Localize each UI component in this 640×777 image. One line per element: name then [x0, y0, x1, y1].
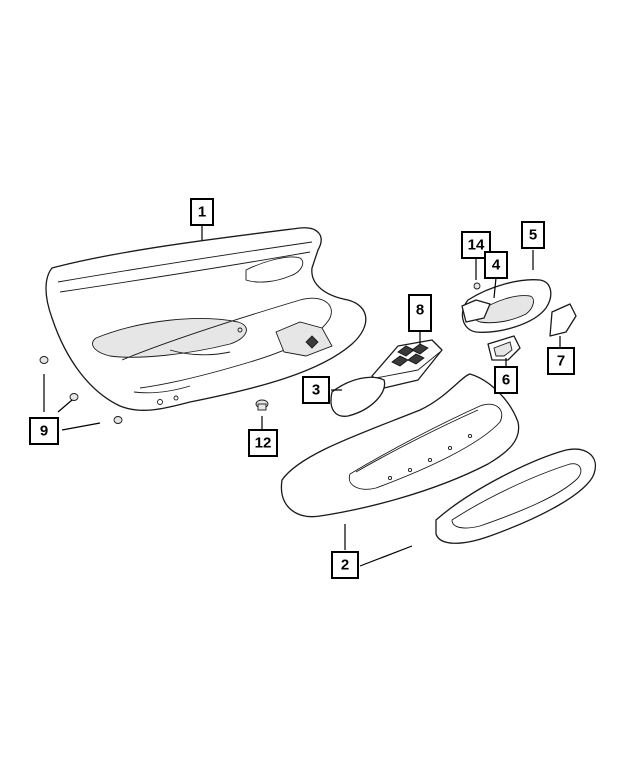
pull-cup	[487, 335, 521, 361]
trim-cap	[549, 303, 577, 337]
callout-7: 7	[547, 347, 575, 375]
callout-6-label: 6	[502, 372, 510, 389]
trim-insert-panel	[435, 448, 596, 544]
callout-1: 1	[190, 198, 214, 226]
callout-2-label: 2	[341, 557, 349, 574]
callout-9-label: 9	[40, 423, 48, 440]
callout-8-label: 8	[416, 302, 424, 319]
callout-3: 3	[302, 376, 330, 404]
inside-door-handle	[461, 299, 491, 323]
callout-12: 12	[248, 429, 278, 457]
push-pin-fastener	[255, 399, 269, 411]
door-handle-bezel	[461, 279, 552, 333]
callout-4-label: 4	[492, 257, 501, 274]
switch-bezel	[330, 376, 386, 417]
callout-7-label: 7	[557, 353, 565, 370]
callout-9: 9	[29, 417, 59, 445]
fastener-clips	[39, 356, 123, 424]
callout-12-label: 12	[255, 435, 272, 452]
screw	[473, 282, 481, 290]
callout-8: 8	[408, 294, 432, 332]
callout-4: 4	[484, 251, 508, 279]
leader-lines	[43, 226, 561, 567]
callout-5-label: 5	[529, 227, 537, 244]
window-switch-assembly	[371, 339, 443, 389]
callout-3-label: 3	[312, 382, 320, 399]
door-trim-panel	[45, 227, 367, 411]
armrest-panel	[280, 373, 520, 518]
callout-14-label: 14	[468, 237, 485, 254]
callout-1-label: 1	[198, 204, 206, 221]
callout-2: 2	[331, 551, 359, 579]
callout-6: 6	[494, 366, 518, 394]
callout-5: 5	[521, 221, 545, 249]
